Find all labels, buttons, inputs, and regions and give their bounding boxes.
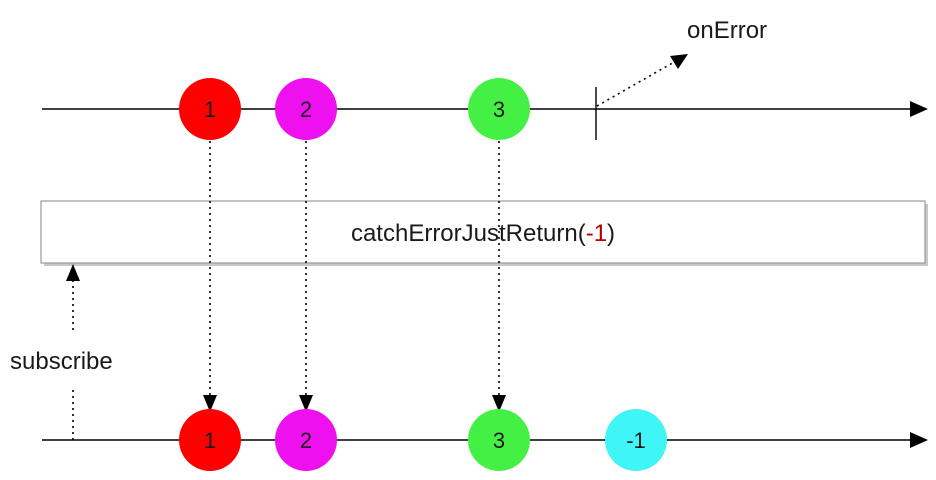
svg-text:3: 3 bbox=[493, 97, 505, 122]
subscribe-label: subscribe bbox=[10, 348, 113, 375]
connector-2 bbox=[299, 141, 313, 412]
result-timeline-arrowhead bbox=[910, 432, 928, 448]
svg-text:2: 2 bbox=[300, 428, 312, 453]
operator-box bbox=[40, 200, 926, 264]
subscribe-arrowhead bbox=[66, 264, 80, 281]
operator-label-suffix: ) bbox=[607, 220, 615, 247]
operator-label-arg: -1 bbox=[586, 220, 607, 247]
error-arrowhead bbox=[670, 54, 688, 69]
svg-text:1: 1 bbox=[204, 428, 216, 453]
operator-label-prefix: catchErrorJustReturn( bbox=[351, 220, 586, 247]
result-marble-3: 3 bbox=[468, 409, 530, 471]
connector-1 bbox=[203, 141, 217, 412]
source-marble-2: 2 bbox=[275, 78, 337, 140]
svg-text:2: 2 bbox=[300, 97, 312, 122]
result-marble-fallback: -1 bbox=[605, 409, 667, 471]
error-label: onError bbox=[687, 17, 767, 44]
operator-label: catchErrorJustReturn(-1) bbox=[351, 220, 615, 247]
result-marble-2: 2 bbox=[275, 409, 337, 471]
source-timeline-arrowhead bbox=[910, 101, 928, 117]
svg-text:3: 3 bbox=[493, 428, 505, 453]
connector-3 bbox=[492, 141, 506, 412]
source-marble-1: 1 bbox=[179, 78, 241, 140]
error-dotted-arrow bbox=[596, 60, 677, 107]
svg-text:-1: -1 bbox=[626, 428, 646, 453]
svg-text:1: 1 bbox=[204, 97, 216, 122]
source-marble-3: 3 bbox=[468, 78, 530, 140]
result-marble-1: 1 bbox=[179, 409, 241, 471]
